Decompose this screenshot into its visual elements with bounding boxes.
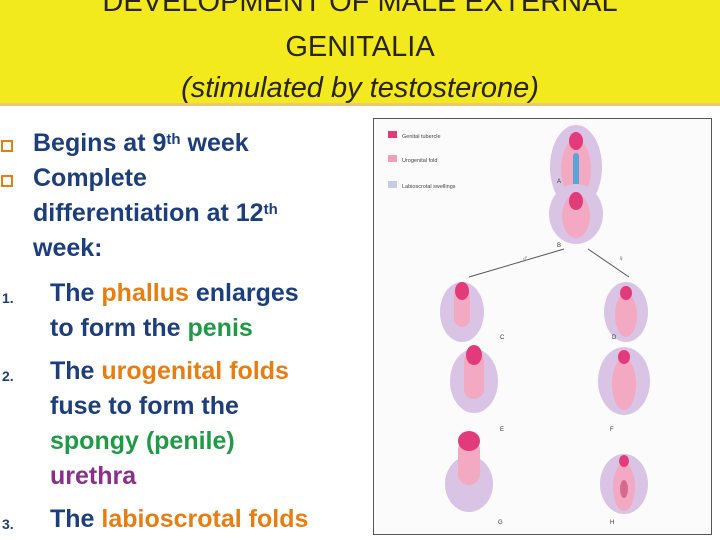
item-3-line1: The labioscrotal folds	[50, 505, 309, 533]
legend-label-labioscrotal: Labioscrotal swellings	[402, 184, 456, 190]
stage-h-drawing	[600, 454, 648, 514]
list-number: 2.	[2, 368, 14, 384]
stage-f-drawing	[598, 347, 650, 415]
female-symbol-icon: ♀	[618, 254, 624, 263]
title-divider	[0, 103, 720, 106]
stage-g-drawing	[445, 431, 493, 512]
square-bullet-icon	[1, 140, 13, 152]
slide-title-line2: GENITALIA	[285, 31, 435, 63]
arrow-to-female	[587, 248, 630, 278]
stage-label-f: F	[610, 427, 614, 433]
genitalia-development-figure: Genital tubercle Urogenital fold Labiosc…	[373, 118, 712, 535]
slide-title-line1: DEVELOPMENT OF MALE EXTERNAL	[102, 0, 618, 18]
item-2-line2: fuse to form the	[50, 392, 239, 420]
bullet-2-line3: week:	[33, 234, 103, 262]
arrow-to-male	[468, 248, 565, 278]
stage-label-a: A	[557, 179, 561, 185]
stage-label-e: E	[500, 427, 504, 433]
stage-label-g: G	[498, 520, 503, 526]
legend-swatch-genital-tubercle	[388, 131, 397, 138]
stage-b-drawing	[549, 184, 603, 244]
stage-e-drawing	[450, 345, 498, 413]
slide-title-line3: (stimulated by testosterone)	[181, 72, 539, 104]
list-number: 3.	[2, 516, 14, 532]
legend-swatch-urogenital-fold	[388, 155, 397, 162]
legend-label-genital-tubercle: Genital tubercle	[402, 134, 441, 140]
stage-c-drawing	[440, 282, 484, 342]
bullet-2-line1: Complete	[33, 164, 147, 192]
stage-label-c: C	[500, 335, 505, 341]
stage-d-drawing	[604, 282, 648, 342]
item-2-line1: The urogenital folds	[50, 357, 289, 385]
list-number: 1.	[2, 290, 14, 306]
square-bullet-icon	[1, 175, 13, 187]
male-symbol-icon: ♂	[522, 254, 528, 263]
legend-label-urogenital-fold: Urogenital fold	[402, 158, 437, 164]
figure-illustration: Genital tubercle Urogenital fold Labiosc…	[388, 125, 650, 526]
item-2-line3: spongy (penile)	[50, 427, 235, 455]
stage-label-h: H	[610, 520, 614, 526]
bullet-2-line2: differentiation at 12th	[33, 199, 278, 227]
figure-legend: Genital tubercle Urogenital fold Labiosc…	[388, 131, 456, 190]
bullet-1: Begins at 9th week	[33, 129, 249, 157]
title-bar: DEVELOPMENT OF MALE EXTERNAL GENITALIA (…	[0, 0, 720, 104]
legend-swatch-labioscrotal	[388, 181, 397, 188]
stage-label-b: B	[557, 243, 561, 249]
item-2-line4: urethra	[50, 462, 137, 490]
stage-label-d: D	[612, 335, 617, 341]
item-1-line1: The phallus enlarges	[50, 279, 299, 307]
item-1-line2: to form the penis	[50, 314, 253, 342]
